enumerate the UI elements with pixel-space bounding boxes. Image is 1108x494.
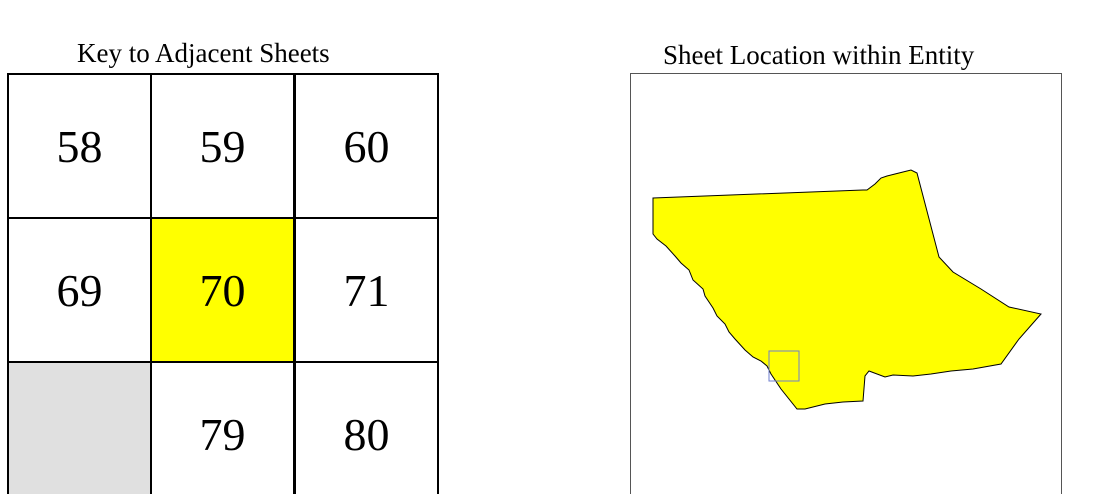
entity-boundary-shape	[652, 169, 1042, 410]
key-to-adjacent-sheets-title: Key to Adjacent Sheets	[77, 38, 330, 68]
entity-locator-map	[630, 73, 1062, 494]
sheet-cell-71[interactable]: 71	[294, 217, 439, 363]
sheet-cell-59[interactable]: 59	[150, 73, 295, 219]
sheet-cell-79[interactable]: 79	[150, 361, 295, 494]
sheet-cell-80[interactable]: 80	[294, 361, 439, 494]
current-sheet-marker	[768, 350, 800, 382]
sheet-number: 79	[199, 408, 246, 460]
sheet-number: 80	[343, 408, 390, 460]
sheet-location-title: Sheet Location within Entity	[663, 40, 975, 70]
no-sheet-cell	[7, 361, 152, 494]
sheet-number: 59	[199, 120, 246, 172]
entity-locator-svg	[652, 169, 1042, 410]
sheet-number: 71	[343, 264, 390, 316]
sheet-cell-58[interactable]: 58	[7, 73, 152, 219]
sheet-number: 69	[56, 264, 103, 316]
sheet-number: 70	[199, 264, 246, 316]
sheet-cell-69[interactable]: 69	[7, 217, 152, 363]
sheet-number: 58	[56, 120, 103, 172]
sheet-number: 60	[343, 120, 390, 172]
current-sheet-cell-70: 70	[150, 217, 295, 363]
sheet-cell-60[interactable]: 60	[294, 73, 439, 219]
adjacent-sheets-grid: 58 59 60 69 70 71 79 80	[7, 73, 439, 494]
